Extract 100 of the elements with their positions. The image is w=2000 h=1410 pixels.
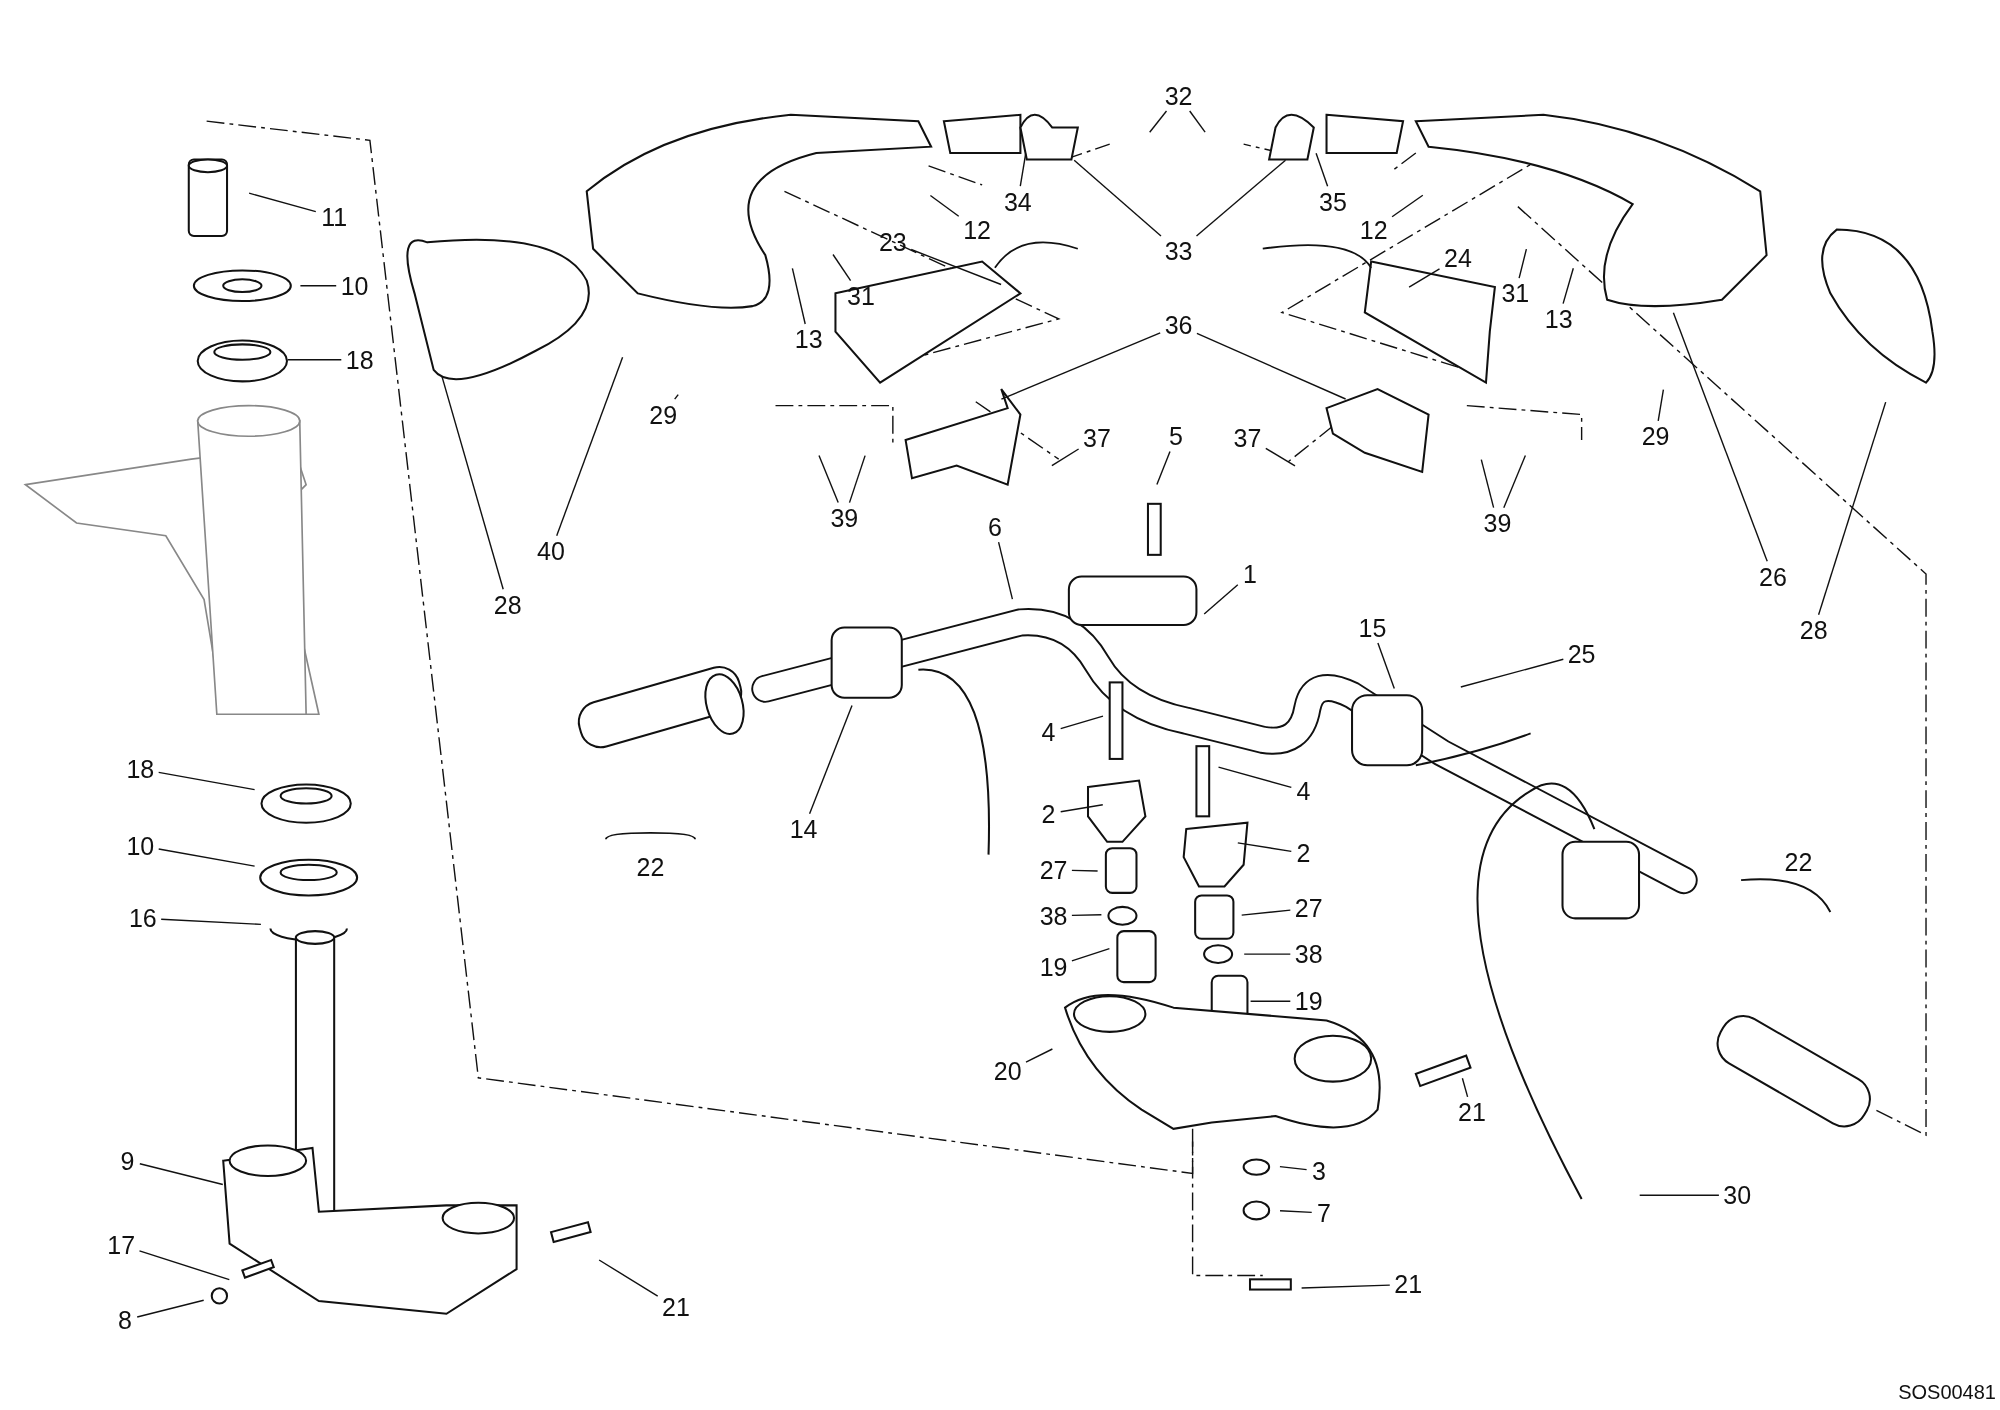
leader-line bbox=[556, 356, 624, 537]
callout-number: 18 bbox=[124, 754, 157, 785]
callout-number: 28 bbox=[1797, 615, 1830, 646]
callout-number: 21 bbox=[1392, 1269, 1425, 1300]
callout-number: 24 bbox=[1442, 242, 1474, 273]
callout-number: 18 bbox=[343, 344, 376, 375]
leader-line bbox=[1195, 159, 1287, 237]
drawing-code: SOS00481 bbox=[1898, 1381, 1996, 1404]
leader-line bbox=[441, 375, 504, 590]
leader-line bbox=[158, 848, 256, 867]
leader-line bbox=[1639, 1194, 1720, 1196]
callout-number: 13 bbox=[1542, 303, 1575, 334]
callout-number: 38 bbox=[1292, 939, 1325, 970]
leader-line bbox=[158, 771, 256, 791]
callout-number: 26 bbox=[1757, 561, 1789, 592]
leader-line bbox=[1071, 947, 1111, 962]
leader-line bbox=[1149, 110, 1168, 133]
callout-number: 39 bbox=[828, 502, 861, 533]
leader-line bbox=[674, 393, 679, 400]
leader-line bbox=[1503, 454, 1527, 509]
leader-line bbox=[598, 1259, 659, 1297]
callout-number: 22 bbox=[635, 852, 666, 883]
leader-line bbox=[1657, 388, 1665, 422]
leader-line bbox=[1019, 152, 1027, 187]
callout-number: 6 bbox=[985, 511, 1004, 542]
leader-line bbox=[1461, 1077, 1469, 1098]
leader-line bbox=[138, 1250, 230, 1281]
callout-number: 19 bbox=[1037, 951, 1070, 982]
callout-number: 17 bbox=[105, 1229, 138, 1260]
callout-number: 21 bbox=[660, 1292, 692, 1323]
leader-line bbox=[1480, 458, 1495, 509]
leader-line bbox=[1408, 268, 1441, 288]
callout-number: 8 bbox=[116, 1305, 134, 1336]
leader-line bbox=[1073, 159, 1162, 237]
callout-number: 19 bbox=[1292, 986, 1325, 1017]
callout-number: 33 bbox=[1162, 236, 1195, 267]
callout-number: 28 bbox=[491, 589, 524, 620]
callout-number: 38 bbox=[1037, 900, 1070, 931]
leader-line bbox=[1279, 1210, 1313, 1214]
callout-number: 3 bbox=[1309, 1155, 1328, 1186]
leader-line bbox=[1237, 842, 1292, 853]
leader-line bbox=[1391, 194, 1424, 218]
leader-line bbox=[1203, 584, 1239, 615]
callout-number: 32 bbox=[1162, 80, 1195, 111]
callout-number: 10 bbox=[124, 830, 157, 861]
leader-line bbox=[1315, 152, 1329, 187]
callout-number: 40 bbox=[535, 536, 567, 566]
callout-number: 37 bbox=[1081, 422, 1113, 453]
callout-number: 2 bbox=[1039, 798, 1058, 829]
callout-number: 12 bbox=[1357, 214, 1390, 245]
leader-line bbox=[1300, 1284, 1391, 1289]
callout-number: 37 bbox=[1231, 422, 1264, 453]
callout-number: 4 bbox=[1294, 775, 1313, 806]
leader-line bbox=[248, 192, 317, 213]
callout-number: 2 bbox=[1294, 838, 1313, 869]
callout-number: 21 bbox=[1456, 1097, 1488, 1128]
callout-number: 39 bbox=[1481, 507, 1514, 538]
callout-number: 4 bbox=[1039, 717, 1058, 748]
callout-number: 23 bbox=[876, 227, 909, 258]
leader-line bbox=[1279, 1165, 1308, 1171]
callout-number: 29 bbox=[647, 399, 680, 430]
leader-line bbox=[136, 1299, 205, 1318]
leader-line bbox=[1518, 248, 1528, 279]
callout-number: 34 bbox=[1001, 186, 1034, 217]
callout-number: 14 bbox=[787, 814, 820, 845]
leader-line bbox=[1000, 332, 1161, 400]
callout-number: 25 bbox=[1565, 639, 1598, 670]
callout-number: 12 bbox=[961, 214, 993, 245]
callout-number: 30 bbox=[1721, 1180, 1754, 1211]
leader-line bbox=[910, 248, 1002, 286]
leader-line bbox=[1071, 869, 1099, 872]
leader-line bbox=[997, 541, 1014, 600]
callout-number: 22 bbox=[1783, 847, 1814, 878]
leader-line bbox=[791, 267, 806, 325]
callout-number: 20 bbox=[991, 1056, 1024, 1087]
callout-number: 31 bbox=[1499, 278, 1532, 309]
callout-number: 15 bbox=[1356, 612, 1389, 643]
leader-line bbox=[1672, 312, 1768, 562]
leader-line bbox=[1265, 447, 1296, 467]
leader-line bbox=[1817, 401, 1887, 616]
callout-number: 1 bbox=[1241, 558, 1259, 589]
callout-number: 5 bbox=[1167, 421, 1185, 452]
leader-line bbox=[1025, 1048, 1054, 1063]
callout-number: 29 bbox=[1639, 421, 1672, 452]
leader-line bbox=[808, 704, 853, 815]
leader-line bbox=[299, 285, 337, 287]
leader-line bbox=[1060, 715, 1104, 730]
callout-number: 36 bbox=[1162, 310, 1195, 341]
leader-line bbox=[1249, 1000, 1291, 1002]
leader-line bbox=[848, 454, 866, 504]
leader-line bbox=[1217, 766, 1292, 789]
leader-line bbox=[1071, 914, 1103, 917]
callout-number: 31 bbox=[845, 280, 877, 311]
leader-line bbox=[286, 359, 342, 361]
leader-line bbox=[139, 1163, 224, 1186]
callout-number: 11 bbox=[319, 201, 350, 232]
callout-number: 27 bbox=[1292, 893, 1325, 924]
callout-number: 9 bbox=[118, 1145, 137, 1176]
leader-line bbox=[1196, 332, 1347, 400]
leader-line bbox=[1241, 909, 1291, 916]
